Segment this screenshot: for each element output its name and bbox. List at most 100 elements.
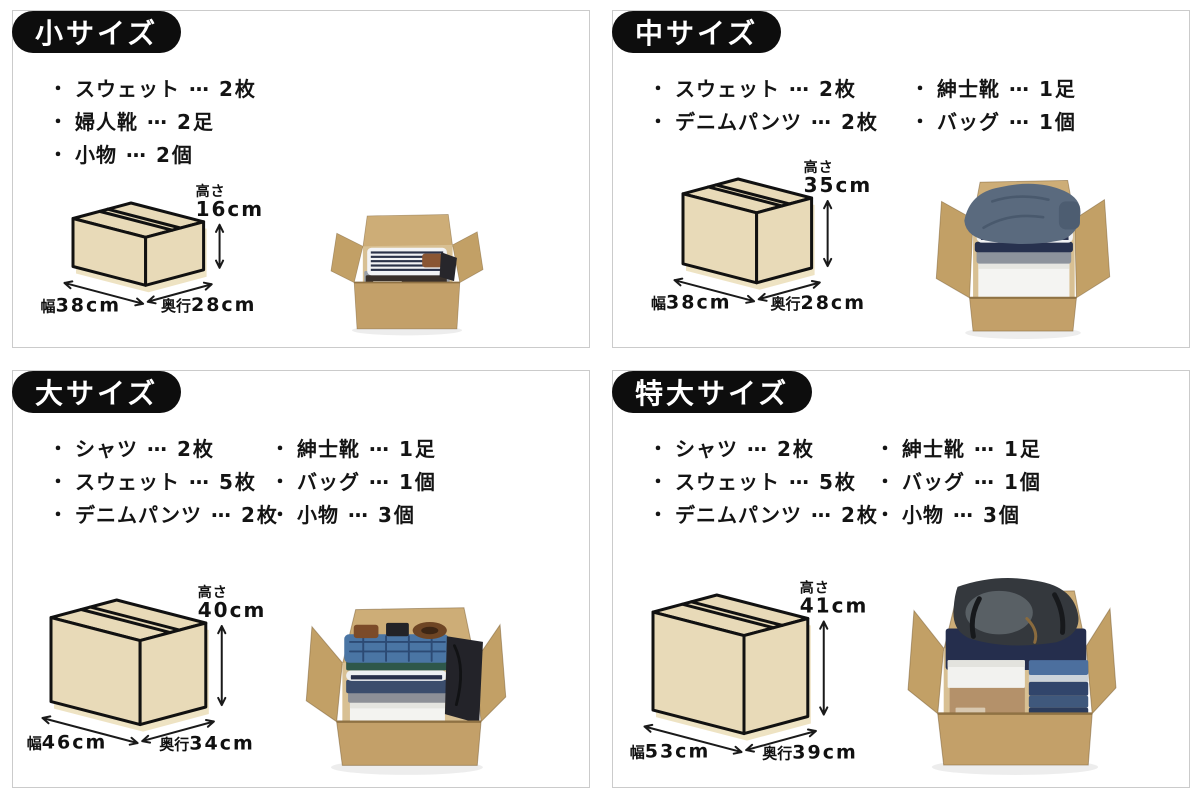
width-dimension-label: 幅46cm: [27, 732, 108, 754]
item-count: 5枚: [819, 470, 857, 494]
packing-items-column-2: ・紳士靴…1足・バッグ…1個: [911, 71, 1077, 137]
box-flap-seam: [706, 185, 784, 208]
size-badge-label: 中サイズ: [635, 17, 759, 50]
item-bullet: ・: [49, 78, 67, 100]
item-separator: …: [348, 497, 369, 522]
item-count: 1足: [399, 437, 437, 461]
item-name: デニムパンツ: [675, 110, 802, 134]
item-bullet: ・: [876, 438, 894, 460]
packing-item: ・バッグ…1個: [911, 104, 1077, 137]
packing-item: ・小物…2個: [49, 137, 257, 170]
size-badge-label: 小サイズ: [35, 17, 159, 50]
item-separator: …: [1009, 104, 1030, 129]
item-bullet: ・: [649, 78, 667, 100]
width-arrow: [63, 280, 145, 307]
item-name: スウェット: [75, 77, 180, 101]
item-count: 2枚: [819, 77, 857, 101]
depth-dimension-caption: 奥行: [762, 745, 792, 763]
item-name: デニムパンツ: [75, 503, 202, 527]
height-arrow: [215, 223, 225, 269]
depth-dimension-caption: 奥行: [161, 297, 191, 315]
width-dimension-caption: 幅: [630, 743, 645, 761]
width-arrow: [673, 277, 756, 304]
depth-dimension-caption: 奥行: [159, 735, 189, 753]
item-count: 2枚: [241, 503, 279, 527]
item-bullet: ・: [911, 111, 929, 133]
depth-dimension-label: 奥行28cm: [161, 294, 257, 316]
packing-item: ・デニムパンツ…2枚: [49, 497, 279, 530]
depth-arrow: [141, 719, 215, 744]
item-separator: …: [1009, 71, 1030, 96]
width-dimension-value: 53cm: [645, 740, 711, 762]
item-bullet: ・: [876, 504, 894, 526]
depth-dimension-label: 奥行28cm: [770, 292, 866, 314]
box-front-face: [937, 713, 1093, 766]
item-count: 2足: [177, 110, 215, 134]
height-dimension-caption: 高さ: [196, 183, 226, 200]
item-count: 3個: [378, 503, 416, 527]
packing-items-column-1: ・シャツ…2枚・スウェット…5枚・デニムパンツ…2枚: [49, 431, 279, 530]
depth-arrow: [757, 280, 821, 302]
box-face: [742, 617, 810, 736]
size-panel-medium: 中サイズ ・スウェット…2枚・デニムパンツ…2枚 ・紳士靴…1足・バッグ…1個 …: [612, 10, 1190, 348]
packed-box-photo: [330, 214, 484, 336]
item-count: 2枚: [219, 77, 257, 101]
packing-item: ・デニムパンツ…2枚: [649, 104, 879, 137]
item-separator: …: [147, 431, 168, 456]
item-name: 紳士靴: [902, 437, 965, 461]
item-count: 2個: [156, 143, 194, 167]
depth-dimension-caption: 奥行: [770, 295, 800, 313]
item-name: 紳士靴: [297, 437, 360, 461]
size-badge: 大サイズ: [12, 371, 182, 413]
item-separator: …: [126, 137, 147, 162]
box-front-face: [353, 282, 461, 330]
item-separator: …: [189, 71, 210, 96]
item-name: スウェット: [675, 77, 780, 101]
packed-box-photo: [907, 578, 1117, 775]
item-name: 小物: [902, 503, 944, 527]
height-dimension-caption: 高さ: [804, 159, 834, 176]
width-dimension-label: 幅53cm: [630, 740, 711, 762]
packing-item: ・バッグ…1個: [271, 464, 437, 497]
packing-item: ・スウェット … 2枚: [649, 71, 879, 104]
height-arrow: [819, 620, 829, 716]
item-bullet: ・: [271, 438, 289, 460]
packing-item: ・バッグ…1個: [876, 464, 1042, 497]
depth-dimension-value: 39cm: [792, 742, 858, 764]
packing-item: ・小物…3個: [271, 497, 437, 530]
item-count: 2枚: [177, 437, 215, 461]
item-bullet: ・: [649, 504, 667, 526]
item-count: 1個: [1004, 470, 1042, 494]
packing-items-column-1: ・スウェット … 2枚・デニムパンツ…2枚: [649, 71, 879, 137]
packing-item: ・シャツ…2枚: [649, 431, 879, 464]
item-separator: …: [789, 464, 810, 489]
item-count: 1個: [399, 470, 437, 494]
item-separator: …: [789, 71, 810, 96]
item-bullet: ・: [49, 111, 67, 133]
width-dimension-value: 38cm: [666, 292, 732, 314]
item-name: デニムパンツ: [675, 503, 802, 527]
item-separator: …: [189, 464, 210, 489]
item-bullet: ・: [49, 471, 67, 493]
item-count: 1個: [1039, 110, 1077, 134]
item-separator: …: [811, 497, 832, 522]
width-dimension-label: 幅38cm: [41, 294, 122, 316]
item-bullet: ・: [911, 78, 929, 100]
item-bullet: ・: [49, 438, 67, 460]
box-face: [144, 220, 206, 287]
height-dimension-caption: 高さ: [800, 580, 830, 597]
item-bullet: ・: [271, 471, 289, 493]
width-arrow: [41, 715, 139, 746]
item-name: スウェット: [75, 470, 180, 494]
packed-contents: [945, 578, 1089, 720]
item-count: 1足: [1004, 437, 1042, 461]
item-separator: …: [369, 464, 390, 489]
item-count: 3個: [983, 503, 1021, 527]
packing-item: ・スウェット…5枚: [649, 464, 879, 497]
item-separator: …: [369, 431, 390, 456]
item-separator: …: [974, 464, 995, 489]
item-bullet: ・: [49, 144, 67, 166]
size-badge-label: 特大サイズ: [635, 377, 790, 410]
